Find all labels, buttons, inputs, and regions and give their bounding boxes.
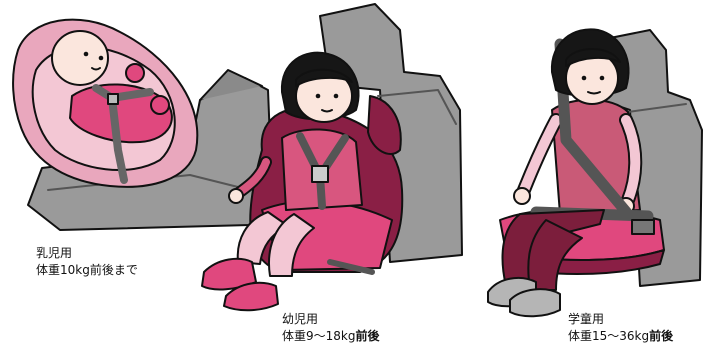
school-caption-weight-suffix: 前後 bbox=[649, 329, 674, 343]
school-caption-weight-range: 体重15～36kg bbox=[568, 329, 650, 343]
toddler-caption: 幼児用 体重9～18kg前後 bbox=[282, 311, 380, 345]
toddler-caption-weight-suffix: 前後 bbox=[355, 329, 380, 343]
infant-body bbox=[69, 83, 173, 144]
toddler-seat-illustration bbox=[201, 3, 463, 312]
toddler-caption-title: 幼児用 bbox=[282, 312, 319, 326]
school-caption-weight: 体重15～36kg前後 bbox=[568, 328, 673, 345]
school-shoe-right bbox=[509, 288, 561, 318]
infant-caption-title: 乳児用 bbox=[36, 246, 73, 260]
infant-head bbox=[51, 30, 109, 86]
infant-caption-weight: 体重10kg前後まで bbox=[36, 263, 138, 277]
toddler-caption-weight-range: 体重9～18kg bbox=[282, 329, 356, 343]
toddler-caption-weight: 体重9～18kg前後 bbox=[282, 328, 380, 345]
school-seat-illustration bbox=[487, 28, 703, 318]
school-caption: 学童用 体重15～36kg前後 bbox=[568, 311, 673, 345]
toddler-shoe-right bbox=[223, 281, 279, 312]
infant-caption: 乳児用 体重10kg前後まで bbox=[36, 245, 138, 279]
infant-seat-illustration bbox=[12, 18, 273, 231]
school-caption-title: 学童用 bbox=[568, 312, 605, 326]
